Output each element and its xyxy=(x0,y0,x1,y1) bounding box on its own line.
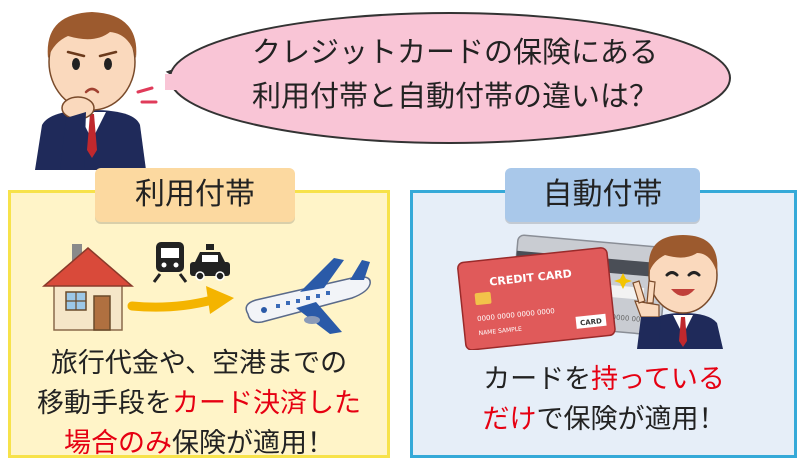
usage-attached-caption: 旅行代金や、空港までの 移動手段をカード決済した 場合のみ保険が適用！ xyxy=(14,344,384,464)
card-back-label: CARD xyxy=(580,317,603,327)
arrow-right-icon xyxy=(127,286,234,314)
usage-caption-plain: 移動手段を xyxy=(37,388,172,419)
airplane-icon xyxy=(245,258,371,334)
auto-caption-plain-2: で保険が適用！ xyxy=(536,404,726,435)
auto-caption-highlight-2: だけ xyxy=(482,404,537,435)
usage-caption-line-3: 場合のみ保険が適用！ xyxy=(14,424,384,464)
usage-caption-highlight-2: 場合のみ xyxy=(64,428,172,459)
worry-marks xyxy=(136,86,158,104)
bubble-line-2: 利用付帯と自動付帯の違いは？ xyxy=(251,79,658,113)
house-icon xyxy=(41,244,135,331)
train-icon xyxy=(152,242,188,283)
auto-caption-line-2: だけで保険が適用！ xyxy=(414,400,794,440)
usage-attached-illustration xyxy=(41,242,371,334)
smiling-businessman-icon xyxy=(632,235,723,349)
auto-caption-plain: カードを xyxy=(483,364,592,395)
speech-bubble xyxy=(165,12,731,144)
sparkle-icon xyxy=(614,273,632,289)
automatic-attached-caption: カードを持っている だけで保険が適用！ xyxy=(414,360,794,440)
usage-caption-highlight: カード決済した xyxy=(172,388,361,419)
auto-caption-highlight: 持っている xyxy=(591,364,725,395)
auto-caption-line-1: カードを持っている xyxy=(414,360,794,400)
credit-card-icon: CREDIT CARD 0000 0000 0000 0000 NAME SAM… xyxy=(457,247,616,350)
usage-caption-line-1: 旅行代金や、空港までの xyxy=(50,348,348,379)
header-illustration xyxy=(35,12,731,170)
taxi-icon xyxy=(190,244,230,281)
usage-attached-title: 利用付帯 xyxy=(95,168,295,222)
usage-caption-line-2: 移動手段をカード決済した xyxy=(14,384,384,424)
automatic-attached-title: 自動付帯 xyxy=(505,168,700,222)
worried-businessman-icon xyxy=(35,12,146,170)
card-name-sample: NAME SAMPLE xyxy=(478,326,522,338)
usage-caption-plain-2: 保険が適用！ xyxy=(172,428,334,459)
automatic-attached-illustration: 0000 0000 0000 0000 CREDIT CARD 0000 000… xyxy=(457,234,723,350)
peace-sign-hand xyxy=(632,280,661,349)
bubble-line-1: クレジットカードの保険にある xyxy=(251,35,658,69)
bubble-text: クレジットカードの保険にある 利用付帯と自動付帯の違いは？ xyxy=(215,30,695,118)
